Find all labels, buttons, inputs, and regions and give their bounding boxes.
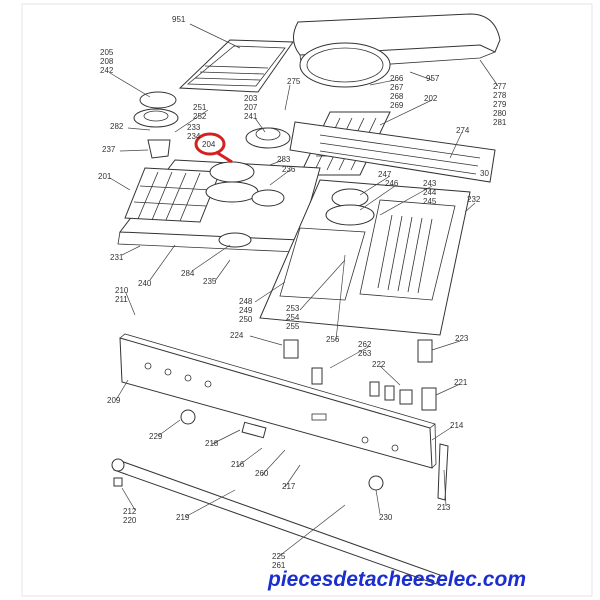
part-label[interactable]: 247 (378, 170, 392, 179)
handle-bar-part (111, 458, 441, 585)
part-label[interactable]: 267 (390, 83, 404, 92)
part-label[interactable]: 223 (455, 334, 469, 343)
part-label[interactable]: 245 (423, 197, 437, 206)
part-label[interactable]: 254 (286, 313, 300, 322)
part-label[interactable]: 219 (176, 513, 190, 522)
part-label[interactable]: 201 (98, 172, 112, 181)
part-label[interactable]: 252 (193, 112, 207, 121)
part-label[interactable]: 274 (456, 126, 470, 135)
part-label[interactable]: 218 (205, 439, 219, 448)
part-label[interactable]: 210 (115, 286, 129, 295)
part-label[interactable]: 248 (239, 297, 253, 306)
part-label[interactable]: 205 (100, 48, 114, 57)
part-label[interactable]: 262 (358, 340, 372, 349)
part-label[interactable]: 261 (272, 561, 286, 570)
part-label[interactable]: 232 (467, 195, 481, 204)
part-label[interactable]: 235 (203, 277, 217, 286)
part-label[interactable]: 244 (423, 188, 437, 197)
part-label[interactable]: 203 (244, 94, 258, 103)
part-label[interactable]: 220 (123, 516, 137, 525)
part-label[interactable]: 246 (385, 179, 399, 188)
part-label[interactable]: 221 (454, 378, 468, 387)
part-label[interactable]: 229 (149, 432, 163, 441)
part-label[interactable]: 231 (110, 253, 124, 262)
part-label[interactable]: 207 (244, 103, 258, 112)
part-label[interactable]: 224 (230, 331, 244, 340)
part-label[interactable]: 951 (172, 15, 186, 24)
part-label[interactable]: 284 (181, 269, 195, 278)
burner-cap-part (133, 91, 179, 159)
watermark-text: piecesdetacheeselec.com (267, 568, 526, 591)
burner-part (245, 127, 291, 149)
part-label[interactable]: 249 (239, 306, 253, 315)
griddle-plate-part (178, 39, 294, 93)
control-panel-part (119, 333, 437, 469)
switch-parts (180, 339, 449, 501)
vent-strip-part (289, 121, 496, 183)
part-label[interactable]: 212 (123, 507, 137, 516)
part-label-highlighted[interactable]: 204 (202, 140, 216, 149)
part-label[interactable]: 280 (493, 109, 507, 118)
part-label[interactable]: 256 (326, 335, 340, 344)
part-label[interactable]: 234 (187, 132, 201, 141)
part-label[interactable]: 241 (244, 112, 258, 121)
part-label[interactable]: 216 (231, 460, 245, 469)
part-label[interactable]: 213 (437, 503, 451, 512)
part-label[interactable]: 260 (255, 469, 269, 478)
highlighted-part-marker (194, 132, 233, 164)
part-label[interactable]: 255 (286, 322, 300, 331)
part-label[interactable]: 208 (100, 57, 114, 66)
part-label[interactable]: 243 (423, 179, 437, 188)
part-label[interactable]: 236 (282, 165, 296, 174)
part-label[interactable]: 266 (390, 74, 404, 83)
part-label[interactable]: 240 (138, 279, 152, 288)
part-label[interactable]: 222 (372, 360, 386, 369)
part-label[interactable]: 250 (239, 315, 253, 324)
part-label[interactable]: 269 (390, 101, 404, 110)
part-label[interactable]: 957 (426, 74, 440, 83)
part-label[interactable]: 233 (187, 123, 201, 132)
part-label[interactable]: 282 (110, 122, 124, 131)
part-label[interactable]: 211 (115, 295, 128, 304)
part-label[interactable]: 237 (102, 145, 116, 154)
part-label[interactable]: 202 (424, 94, 438, 103)
part-label[interactable]: 209 (107, 396, 121, 405)
part-label[interactable]: 279 (493, 100, 507, 109)
part-label[interactable]: 263 (358, 349, 372, 358)
part-label[interactable]: 230 (379, 513, 393, 522)
part-label[interactable]: 275 (287, 77, 301, 86)
part-label[interactable]: 278 (493, 91, 507, 100)
part-label[interactable]: 217 (282, 482, 296, 491)
part-label[interactable]: 268 (390, 92, 404, 101)
part-label[interactable]: 251 (193, 103, 207, 112)
frame (21, 3, 593, 597)
part-label[interactable]: 281 (493, 118, 507, 127)
part-label[interactable]: 225 (272, 552, 286, 561)
part-label[interactable]: 283 (277, 155, 291, 164)
part-label[interactable]: 30 (480, 169, 489, 178)
part-label[interactable]: 277 (493, 82, 507, 91)
wok-ring-part (299, 42, 391, 88)
leader-lines (109, 23, 499, 558)
part-label[interactable]: 253 (286, 304, 300, 313)
hob-top-part (117, 159, 321, 253)
part-labels: 951 205 208 242 275 266 267 268 269 957 … (98, 15, 507, 570)
part-label[interactable]: 214 (450, 421, 464, 430)
part-label[interactable]: 242 (100, 66, 114, 75)
